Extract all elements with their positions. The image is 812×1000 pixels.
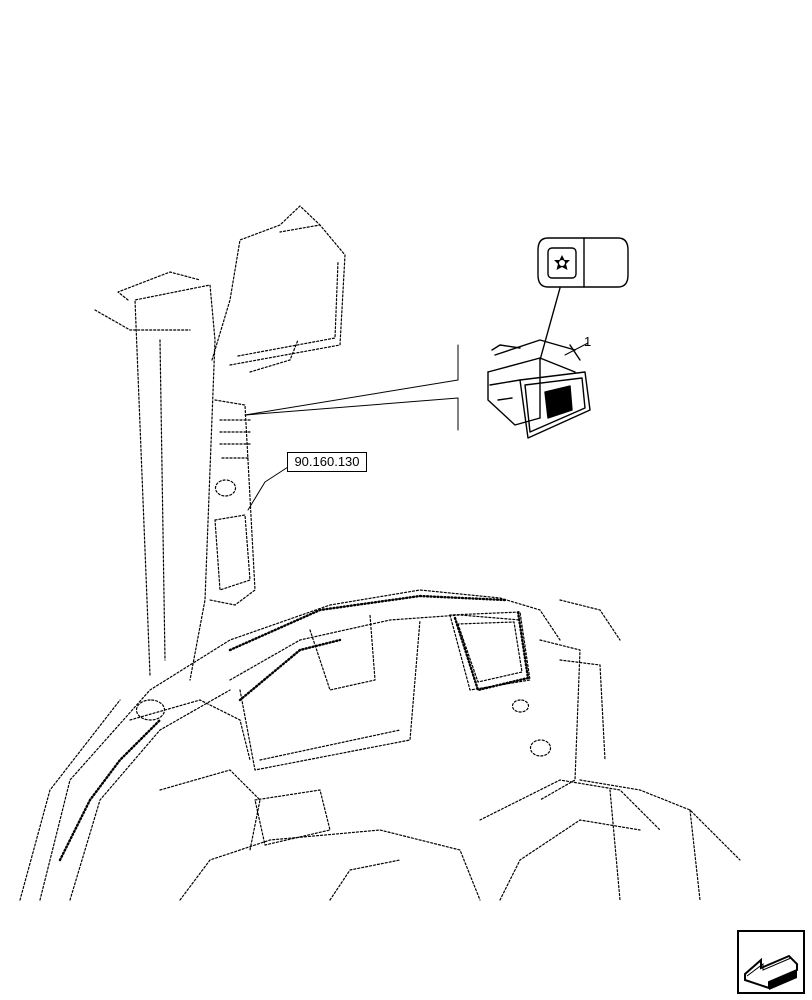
switch-decal bbox=[537, 237, 629, 288]
dashboard bbox=[19, 589, 741, 901]
back-navigation-button[interactable] bbox=[737, 930, 805, 994]
reference-label: 90.160.130 bbox=[287, 452, 367, 472]
rotating-beacon-icon bbox=[554, 255, 570, 270]
decal-leader bbox=[539, 287, 561, 361]
leader-lines bbox=[244, 344, 459, 511]
a-pillar bbox=[94, 205, 346, 681]
dashboard-rim bbox=[58, 594, 530, 862]
rocker-switch bbox=[487, 339, 591, 439]
callout-leader bbox=[564, 342, 589, 356]
callout-number: 1 bbox=[584, 334, 592, 349]
back-arrow-icon bbox=[737, 930, 805, 994]
